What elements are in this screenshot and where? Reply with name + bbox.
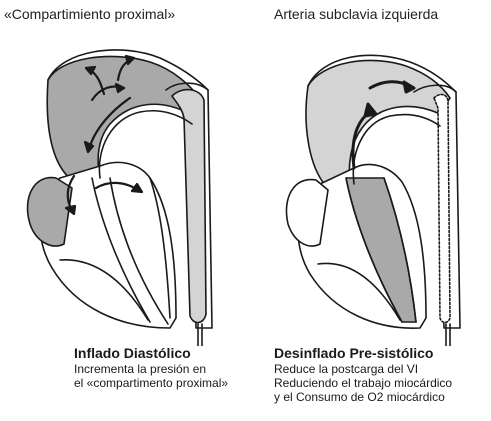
caption-line: y el Consumo de O2 miocárdico (274, 390, 452, 404)
top-label-right: Arteria subclavia izquierda (274, 6, 438, 22)
caption-line: el «compartimento proximal» (74, 376, 228, 390)
heart-illustration-deflation (250, 28, 491, 346)
caption-line: Reduce la postcarga del VI (274, 362, 452, 376)
right-atrium (286, 180, 328, 246)
caption-title-inflation: Inflado Diastólico (74, 345, 228, 362)
caption-inflation: Inflado Diastólico Incrementa la presión… (74, 345, 228, 390)
top-label-left: «Compartimiento proximal» (4, 6, 175, 22)
deflated-balloon (434, 95, 450, 323)
heart-illustration-inflation (0, 28, 250, 346)
caption-deflation: Desinflado Pre-sistólico Reduce la postc… (274, 345, 452, 404)
intra-aortic-balloon (172, 90, 206, 323)
caption-title-deflation: Desinflado Pre-sistólico (274, 345, 452, 362)
caption-line: Incrementa la presión en (74, 362, 228, 376)
caption-line: Reduciendo el trabajo miocárdico (274, 376, 452, 390)
right-atrium (28, 178, 72, 246)
